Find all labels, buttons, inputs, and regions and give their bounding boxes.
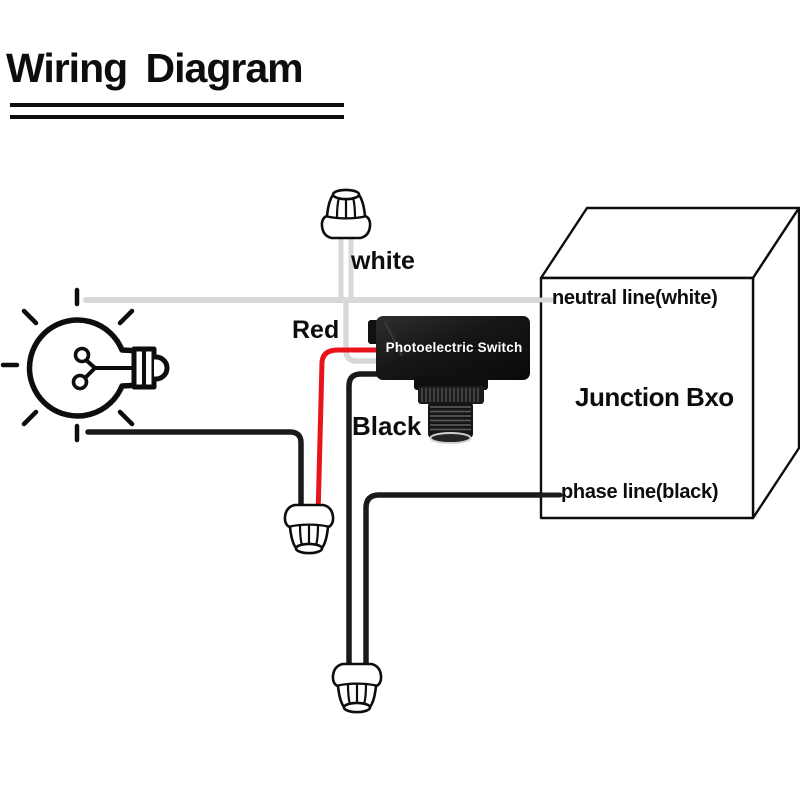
switch-label: Photoelectric Switch [385, 340, 523, 355]
junction-box [538, 206, 800, 520]
knurl-ridges [421, 388, 479, 402]
page-title: Wiring Diagram [6, 45, 304, 91]
black-wire-label: Black [352, 411, 422, 441]
wire-nut-icon [283, 503, 335, 555]
junction-box-front-face [539, 276, 755, 520]
bulb-glass [26, 317, 141, 419]
white-wire-label: white [351, 247, 415, 275]
thread-lines [430, 406, 471, 431]
bulb-base-tip [154, 354, 170, 382]
phase-line-label: phase line(black) [561, 481, 719, 503]
title-underline-top [10, 103, 344, 107]
bulb-rays [0, 287, 135, 443]
bulb-filament [71, 346, 134, 391]
red-wire-label: Red [292, 316, 340, 344]
wire-nut-icon [331, 662, 383, 714]
black-phase-wires [85, 371, 544, 679]
switch-stem-cap [429, 432, 472, 444]
wire-nut-icon [320, 188, 372, 240]
switch-body [376, 316, 530, 380]
title-underline-bottom [10, 115, 344, 119]
junction-box-title: Junction Bxo [575, 382, 734, 412]
red-load-wire [315, 347, 383, 519]
neutral-line-label: neutral line(white) [552, 287, 718, 309]
photoelectric-switch [368, 316, 530, 444]
light-bulb-icon [0, 287, 170, 443]
switch-body-highlight [384, 321, 403, 357]
